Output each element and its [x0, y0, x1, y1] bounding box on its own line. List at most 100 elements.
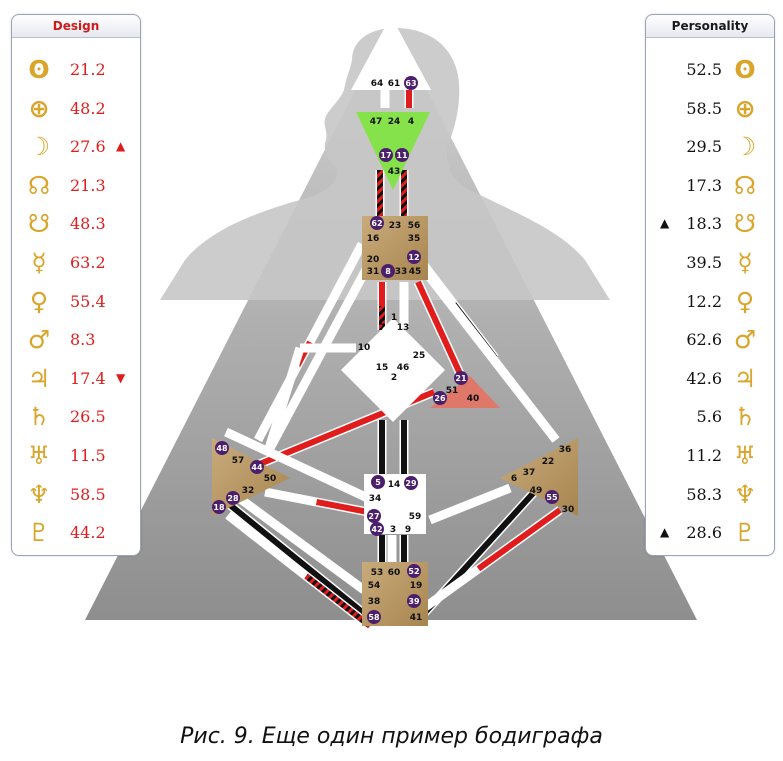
personality-row: ♀ 12.2	[646, 286, 774, 318]
jupiter-icon: ♃	[27, 363, 51, 393]
gate-number: 58	[368, 613, 380, 622]
gate-number: 23	[389, 221, 402, 231]
sun-icon: ʘ	[734, 55, 756, 84]
personality-row: ☽29.5	[646, 131, 774, 163]
active-gate-marker	[433, 391, 447, 405]
personality-value: 29.5	[686, 137, 722, 157]
north-node-icon: ☊	[733, 170, 757, 200]
gate-number: 22	[542, 457, 555, 467]
design-value: 17.4	[70, 368, 106, 388]
gate-number: 3	[390, 525, 396, 535]
mars-icon: ♂	[733, 325, 757, 355]
channel-activation	[476, 507, 562, 572]
saturn-icon: ♄	[733, 402, 757, 432]
gate-number: 42	[371, 525, 382, 534]
personality-row: ʘ 52.5	[646, 54, 774, 86]
personality-row: ☋18.3▲	[646, 208, 774, 240]
gate-number: 27	[368, 512, 379, 521]
design-value: 11.5	[70, 446, 106, 465]
neptune-icon: ♆	[27, 479, 51, 509]
gate-number: 4	[408, 117, 414, 127]
active-gate-marker	[250, 460, 264, 474]
design-panel-title: Design	[12, 15, 140, 38]
mars-icon: ♂	[27, 325, 51, 355]
personality-value: 52.5	[686, 60, 722, 79]
active-gate-marker	[395, 148, 409, 162]
personality-value: 42.6	[686, 368, 722, 388]
channel	[224, 427, 374, 505]
active-gate-marker	[407, 250, 421, 264]
personality-value: 11.2	[686, 446, 722, 465]
gate-number: 51	[446, 386, 459, 396]
south-node-icon: ☋	[733, 209, 757, 239]
gate-number: 5	[375, 478, 381, 487]
gate-number: 12	[408, 253, 419, 262]
gate-number: 44	[251, 463, 263, 472]
active-gate-marker	[215, 441, 229, 455]
gate-number: 53	[371, 568, 384, 578]
personality-row: ☿39.5	[646, 247, 774, 279]
personality-row: ♃42.6	[646, 363, 774, 395]
personality-row: ♂62.6	[646, 324, 774, 356]
personality-row: ⊕ 58.5	[646, 93, 774, 125]
active-gate-marker	[407, 564, 421, 578]
gate-number: 17	[380, 151, 391, 160]
moon-icon: ☽	[27, 132, 51, 162]
gate-number: 1	[391, 313, 397, 323]
design-row: ♅11.5	[12, 440, 140, 472]
venus-icon: ♀	[29, 286, 49, 316]
design-row: ☊21.3	[12, 170, 140, 202]
active-gate-marker	[212, 500, 226, 514]
active-gate-marker	[226, 491, 240, 505]
active-gate-marker	[545, 490, 559, 504]
active-gate-marker	[404, 476, 418, 490]
design-row: ♂ 8.3	[12, 324, 140, 356]
gate-number: 52	[408, 567, 419, 576]
gate-number: 41	[410, 613, 423, 623]
gate-number: 55	[546, 493, 558, 502]
gate-number: 21	[455, 374, 467, 383]
exalted-icon: ▲	[660, 216, 670, 231]
personality-row: ♄ 5.6	[646, 401, 774, 433]
design-value: 27.6	[70, 137, 106, 157]
personality-value: 17.3	[686, 175, 722, 195]
gate-number: 11	[396, 151, 408, 160]
personality-value: 58.5	[686, 98, 722, 118]
design-value: 55.4	[70, 291, 106, 311]
gate-number: 48	[216, 444, 228, 453]
gate-number: 18	[213, 503, 225, 512]
south-node-icon: ☋	[27, 209, 51, 239]
g-center	[341, 318, 445, 422]
gate-number: 47	[370, 117, 383, 127]
design-value: 63.2	[70, 253, 106, 272]
neptune-icon: ♆	[733, 479, 757, 509]
earth-icon: ⊕	[734, 93, 756, 123]
gate-number: 25	[413, 351, 426, 361]
active-gate-marker	[454, 371, 468, 385]
design-value: 48.3	[70, 214, 106, 234]
active-gate-marker	[379, 148, 393, 162]
design-value: 48.2	[70, 98, 106, 118]
gate-number: 61	[388, 79, 401, 89]
exalted-icon: ▲	[660, 525, 670, 540]
active-gate-marker	[371, 475, 385, 489]
personality-value: 12.2	[686, 291, 722, 311]
gate-number: 30	[562, 505, 575, 515]
design-value: 8.3	[70, 330, 96, 350]
personality-row: ♆58.3	[646, 479, 774, 511]
gate-number: 24	[388, 117, 401, 127]
design-value: 26.5	[70, 407, 106, 427]
channel	[414, 259, 560, 443]
gate-number: 13	[397, 323, 410, 333]
active-gate-marker	[370, 216, 384, 230]
gate-number: 15	[376, 363, 389, 373]
active-gate-marker	[370, 522, 384, 536]
venus-icon: ♀	[735, 286, 755, 316]
ajna-center	[356, 112, 430, 190]
gate-number: 54	[368, 581, 381, 591]
design-row: ☽27.6▲	[12, 131, 140, 163]
personality-value: 5.6	[696, 407, 722, 427]
channel	[264, 259, 374, 455]
